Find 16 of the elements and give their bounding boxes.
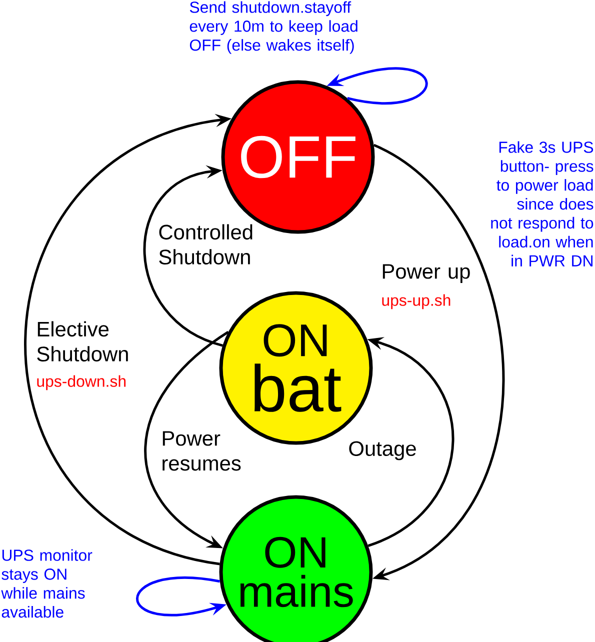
script-name: ups-down.sh [37, 375, 126, 390]
state-label: mains [240, 574, 353, 608]
edge-label: Controlled Shutdown [159, 224, 252, 264]
note: Send shutdown.stayoff every 10m to keep load OFF (else wakes itself) [190, 1, 358, 54]
note: Fake 3s UPS button- press to power load since does not respond to load.on when in PWR DN [491, 141, 594, 266]
state-label: OFF [241, 136, 356, 178]
state-label: bat [254, 364, 342, 412]
note: UPS monitor stays ON while mains available [1, 549, 92, 618]
edge-label: Elective Shutdown [37, 321, 128, 362]
state-label: ON [265, 536, 326, 568]
edge-label: Power resumes [162, 431, 241, 471]
edge-label: Power up [382, 264, 470, 283]
state-label: ON [264, 324, 327, 357]
edge-label: Outage [349, 441, 416, 460]
arrow [144, 330, 229, 548]
arrow [143, 165, 224, 347]
